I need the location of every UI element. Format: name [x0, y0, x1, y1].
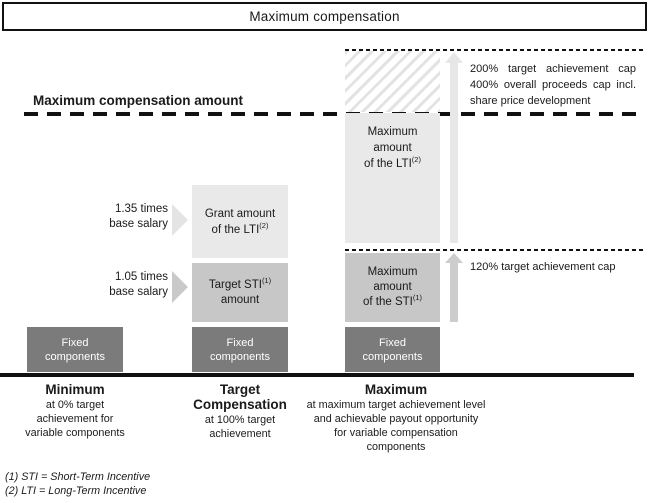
maximum-title: Maximum — [364, 382, 428, 397]
max-compensation-amount-label: Maximum compensation amount — [33, 93, 244, 108]
maximum-lti-box: Maximum amount of the LTI(2) — [345, 113, 440, 243]
lti-multiplier-line2: base salary — [109, 218, 168, 230]
max-compensation-dashed-line — [24, 112, 644, 116]
diagram-title: Maximum compensation — [249, 9, 400, 24]
maximum-lti-line1: Maximum — [367, 126, 418, 138]
cap-120-dashed-line — [345, 249, 645, 251]
fixed-components-box-target: Fixed components — [192, 327, 288, 372]
cap-200-line3: share price development — [470, 95, 591, 107]
maximum-subtitle: at maximum target achievement level and … — [306, 399, 486, 453]
x-label-target: Target Compensation at 100% target achie… — [175, 382, 305, 441]
fixed-components-box-minimum: Fixed components — [27, 327, 123, 372]
fixed-components-label: Fixed components — [362, 336, 423, 363]
sti-up-arrow-shaft — [450, 262, 458, 322]
fixed-components-label: Fixed components — [45, 336, 105, 363]
baseline-axis — [0, 373, 634, 377]
x-label-minimum: Minimum at 0% target achievement for var… — [10, 382, 140, 440]
target-sti-line2: amount — [220, 293, 260, 306]
cap-120-annotation: 120% target achievement cap — [470, 261, 616, 273]
lti-multiplier-label: 1.35 times base salary — [58, 202, 168, 232]
sti-footnote-marker: (1) — [261, 275, 272, 285]
minimum-title: Minimum — [45, 382, 105, 397]
lti-multiplier-arrow-icon — [172, 204, 188, 236]
title-box: Maximum compensation — [2, 2, 647, 31]
grant-lti-line1: Grant amount — [204, 207, 276, 220]
target-subtitle: at 100% target achievement — [204, 414, 276, 440]
cap-200-dashed-line — [345, 49, 645, 51]
target-title-line1: Target — [219, 382, 261, 397]
lti-footnote-marker: (2) — [411, 155, 421, 165]
cap-200-line2: 400% overall proceeds cap incl. — [470, 79, 636, 91]
cap-200-line1: 200% target achievement cap — [470, 63, 636, 75]
grant-lti-box: Grant amount of the LTI(2) — [192, 185, 288, 258]
fixed-components-label: Fixed components — [210, 336, 270, 363]
lti-footnote-marker: (2) — [259, 220, 269, 230]
maximum-sti-box: Maximum amount of the STI(1) — [345, 253, 440, 322]
lti-up-arrow-icon — [445, 52, 463, 63]
sti-multiplier-label: 1.05 times base salary — [58, 270, 168, 300]
footnotes: (1) STI = Short-Term Incentive (2) LTI =… — [5, 471, 150, 498]
maximum-sti-line3: of the STI(1) — [362, 293, 423, 308]
lti-up-arrow-shaft — [450, 62, 458, 243]
sti-multiplier-arrow-icon — [172, 271, 188, 303]
fixed-components-box-maximum: Fixed components — [345, 327, 440, 372]
footnote-sti: (1) STI = Short-Term Incentive — [5, 471, 151, 483]
sti-up-arrow-icon — [445, 253, 463, 263]
maximum-sti-line2: amount — [373, 281, 412, 293]
target-title-line2: Compensation — [193, 397, 287, 412]
headroom-hatch-area — [345, 51, 440, 112]
maximum-sti-line1: Maximum — [367, 266, 418, 278]
sti-multiplier-line2: base salary — [109, 286, 168, 298]
cap-200-annotation: 200% target achievement cap 400% overall… — [470, 61, 636, 109]
minimum-subtitle: at 0% target achievement for variable co… — [25, 399, 125, 439]
x-label-maximum: Maximum at maximum target achievement le… — [303, 382, 489, 454]
sti-footnote-marker: (1) — [412, 293, 423, 303]
maximum-lti-line3: of the LTI(2) — [364, 155, 421, 170]
lti-multiplier-line1: 1.35 times — [114, 203, 168, 215]
sti-multiplier-line1: 1.05 times — [114, 271, 168, 283]
target-sti-box: Target STI(1) amount — [192, 263, 288, 322]
grant-lti-line2: of the LTI(2) — [211, 220, 269, 236]
maximum-lti-line2: amount — [373, 142, 412, 154]
footnote-lti: (2) LTI = Long-Term Incentive — [5, 484, 147, 497]
target-sti-line1: Target STI(1) — [208, 275, 272, 291]
